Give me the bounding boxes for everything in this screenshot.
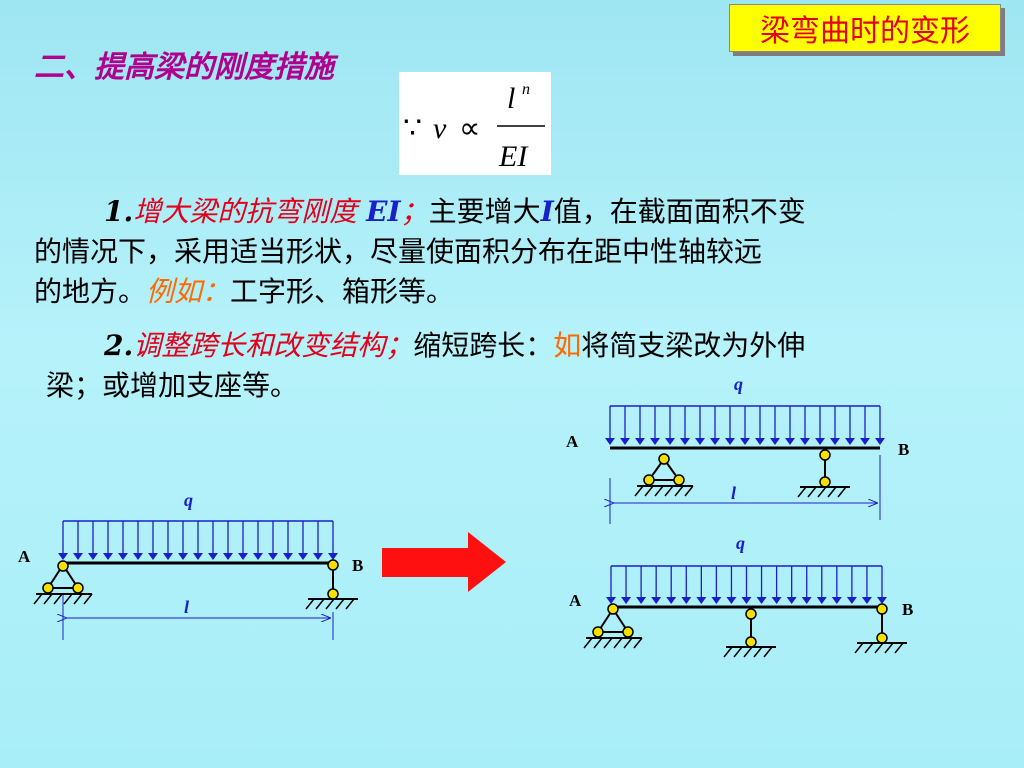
span-label-l-2: l: [731, 483, 736, 503]
paragraph-2-line-1: 2.调整跨长和改变结构；缩短跨长：如将简支梁改为外伸: [104, 329, 806, 362]
overhang-beam-diagram: q A B: [566, 374, 909, 524]
proportional-symbol: ∝: [459, 112, 480, 145]
support-label-b: B: [352, 556, 363, 575]
load-label-q-2: q: [734, 374, 743, 394]
distributed-load-arrows: [58, 521, 338, 560]
formula-v: v: [433, 112, 447, 145]
span-label-l: l: [184, 597, 189, 617]
load-label-q: q: [184, 490, 193, 510]
support-label-a-2: A: [566, 432, 579, 451]
paragraph-2: 2.调整跨长和改变结构；缩短跨长：如将简支梁改为外伸 梁；或增加支座等。: [34, 326, 994, 406]
roller-support-b-3: [854, 603, 907, 654]
paragraph-1-line-3: 的地方。例如：工字形、箱形等。: [34, 275, 455, 308]
transform-arrow: [382, 532, 506, 592]
support-label-b-2: B: [898, 440, 909, 459]
paragraph-1-line-2: 的情况下，采用适当形状，尽量使面积分布在距中性轴较远: [34, 235, 763, 268]
formula-n: n: [522, 81, 530, 98]
section-heading: 二、提高梁的刚度措施: [34, 50, 334, 85]
distributed-load-arrows-3: [606, 566, 887, 604]
pin-support-a: [33, 560, 93, 605]
paragraph-1: 1.增大梁的抗弯刚度 EI；主要增大I值，在截面面积不变 的情况下，采用适当形状…: [34, 192, 994, 312]
pin-support-a-3: [583, 603, 643, 649]
roller-support-b-2: [797, 449, 850, 498]
formula-EI: EI: [498, 140, 529, 173]
paragraph-1-line-1: 1.增大梁的抗弯刚度 EI；主要增大I值，在截面面积不变: [104, 195, 806, 228]
simple-beam-diagram: q A B: [18, 490, 363, 640]
roller-support-middle: [723, 608, 776, 658]
support-label-b-3: B: [902, 600, 913, 619]
pin-support-a-2: [634, 453, 694, 497]
deflection-formula: ∵ v ∝ l n EI: [399, 72, 551, 175]
support-label-a: A: [18, 547, 31, 566]
load-label-q-3: q: [736, 533, 745, 553]
because-symbol: ∵: [403, 112, 422, 145]
roller-support-b: [305, 559, 358, 610]
slide-section-tag: 梁弯曲时的变形: [729, 4, 1001, 52]
distributed-load-arrows-2: [605, 406, 885, 445]
support-label-a-3: A: [569, 591, 582, 610]
extra-support-beam-diagram: q A B: [569, 533, 913, 658]
paragraph-2-line-2: 梁；或增加支座等。: [46, 369, 299, 402]
formula-l: l: [507, 82, 515, 115]
